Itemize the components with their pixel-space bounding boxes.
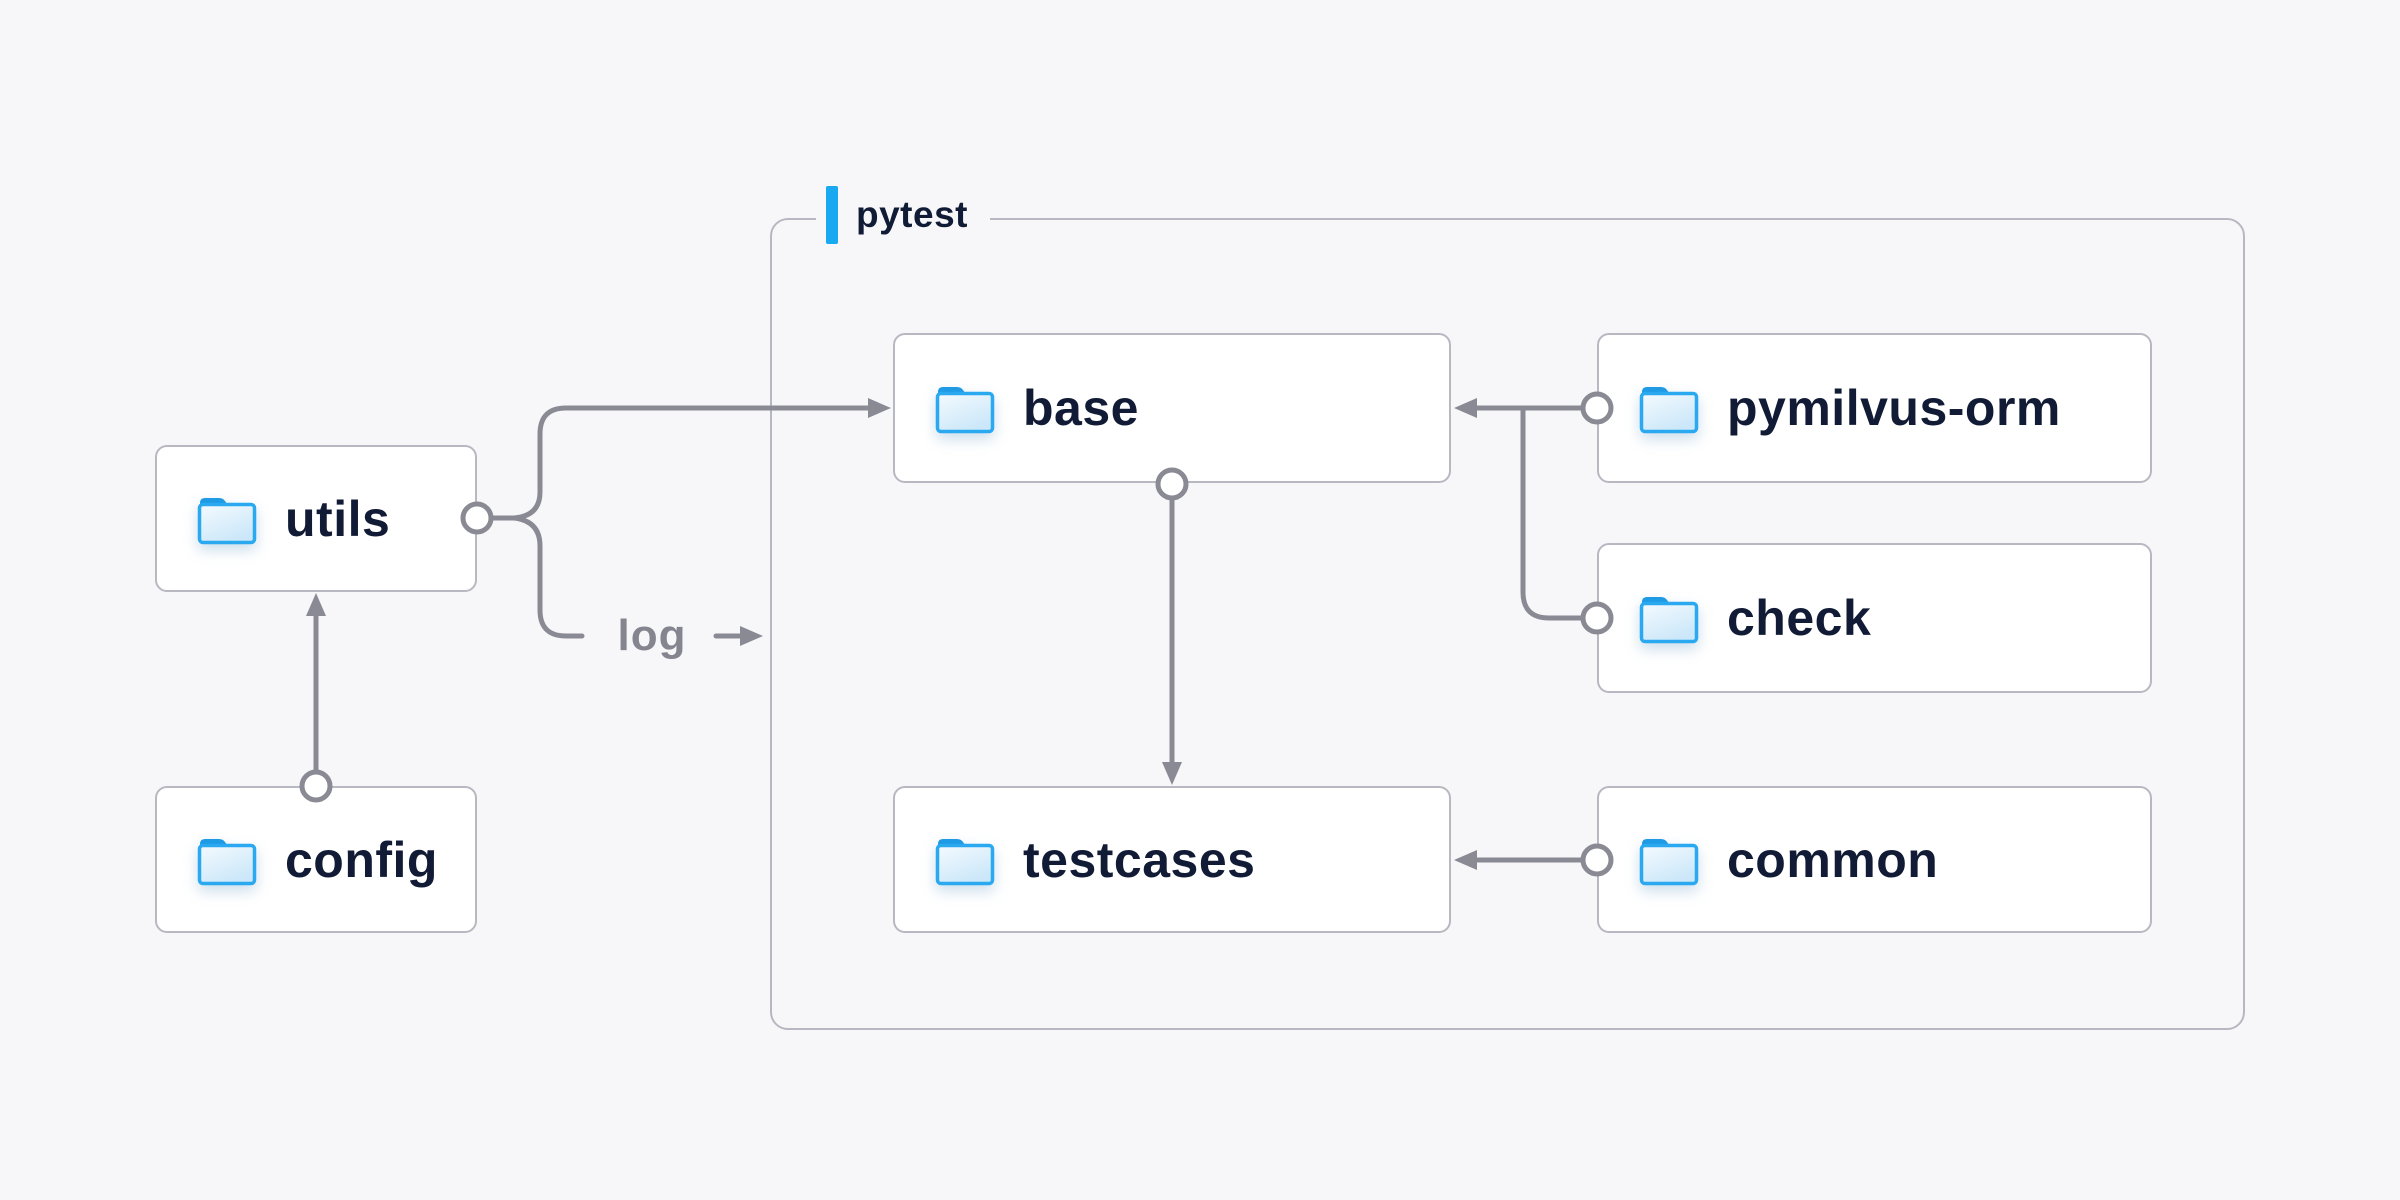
accent-bar	[826, 186, 838, 244]
edge-utils-to-log	[511, 515, 585, 639]
pytest-group-container	[770, 218, 2245, 1030]
node-label: pymilvus-orm	[1727, 380, 2061, 436]
node-config: config	[155, 786, 477, 933]
pytest-group-title: pytest	[856, 194, 968, 235]
folder-icon	[933, 381, 997, 435]
node-label: common	[1727, 831, 1939, 888]
node-pymilvus-orm: pymilvus-orm	[1597, 333, 2152, 483]
folder-icon	[933, 833, 997, 887]
folder-icon	[195, 833, 259, 887]
folder-icon	[1637, 833, 1701, 887]
node-label: base	[1023, 380, 1139, 436]
node-label: check	[1727, 590, 1872, 646]
node-common: common	[1597, 786, 2152, 933]
node-label: config	[285, 831, 438, 888]
folder-icon	[1637, 591, 1701, 645]
folder-icon	[195, 492, 259, 546]
node-label: utils	[285, 490, 391, 547]
node-base: base	[893, 333, 1451, 483]
node-utils: utils	[155, 445, 477, 592]
node-check: check	[1597, 543, 2152, 693]
folder-icon	[1637, 381, 1701, 435]
node-testcases: testcases	[893, 786, 1451, 933]
node-label: testcases	[1023, 831, 1256, 888]
pytest-group-label: pytest	[816, 184, 990, 246]
edge-label-log: log	[617, 611, 687, 660]
